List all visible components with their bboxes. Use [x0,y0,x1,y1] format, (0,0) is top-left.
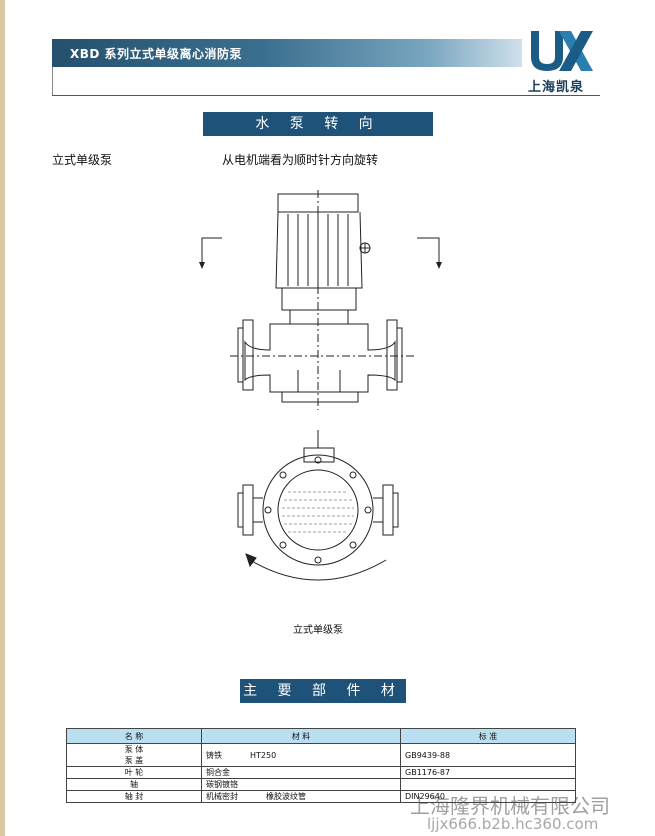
page-title: XBD 系列立式单级离心消防泵 [70,47,243,61]
table-header-row: 名 称 材 料 标 准 [66,728,576,744]
part-name: 轴 [130,780,138,789]
motor-icon [275,193,371,325]
material-cell: 碳钢镀铬 [201,778,401,791]
flow-in-arrow-icon [199,237,222,269]
part-name-cell: 轴 [66,778,202,791]
pump-top-view-icon [237,430,399,581]
material-name: 铸铁 [206,750,222,760]
rotation-section-title: 水 泵 转 向 [203,112,433,136]
standard-cell: DIN29640 [400,790,576,803]
material-cell: 铸铁 HT250 [201,743,401,767]
pump-type-label: 立式单级泵 [52,153,113,167]
company-logo [531,31,593,71]
header-divider-vertical [52,67,53,96]
standard-cell: GB1176-87 [400,766,576,779]
standard-cell: GB9439-88 [400,743,576,767]
fan-grid-icon [282,491,354,533]
material-grade: 橡胶波纹管 [266,792,306,801]
part-name-cell: 轴 封 [66,790,202,803]
part-name-cell: 泵 体 泵 盖 [66,743,202,767]
table-row: 轴 封 机械密封 橡胶波纹管 DIN29640 [66,790,576,803]
header-divider [52,95,600,96]
table-row: 泵 体 泵 盖 铸铁 HT250 GB9439-88 [66,743,576,767]
rotation-direction-note: 从电机端看为顺时针方向旋转 [222,153,379,167]
part-name: 泵 盖 [124,756,144,765]
part-name: 轴 封 [124,792,144,801]
column-header-standard: 标 准 [400,728,576,744]
header-bar: XBD 系列立式单级离心消防泵 [52,39,522,67]
materials-section-title: 主 要 部 件 材 料 [240,679,406,723]
pump-rotation-drawing [230,190,415,581]
part-name: 叶 轮 [124,768,144,777]
part-name-cell: 叶 轮 [66,766,202,779]
watermark-company: 上海隆界机械有限公司 [410,794,610,818]
table-row: 轴 碳钢镀铬 [66,778,576,791]
material-name: 机械密封 [206,792,238,801]
column-header-name: 名 称 [66,728,202,744]
watermark-url: ljjx666.b2b.hc360.com [427,815,599,833]
column-header-material: 材 料 [201,728,401,744]
material-cell: 铜合金 [201,766,401,779]
material-cell: 机械密封 橡胶波纹管 [201,790,401,803]
drawing-caption: 立式单级泵 [293,625,343,636]
table-row: 叶 轮 铜合金 GB1176-87 [66,766,576,779]
flow-out-arrow-icon [417,237,442,269]
logo-text: 上海凯泉 [528,80,585,95]
pump-body-icon [230,190,415,410]
standard-cell [400,778,576,791]
material-grade: HT250 [250,750,277,760]
materials-table: 名 称 材 料 标 准 泵 体 泵 盖 铸铁 HT250 GB9439-88 叶 … [66,728,576,803]
part-name: 泵 体 [124,745,144,754]
page-edge-strip [0,0,5,836]
